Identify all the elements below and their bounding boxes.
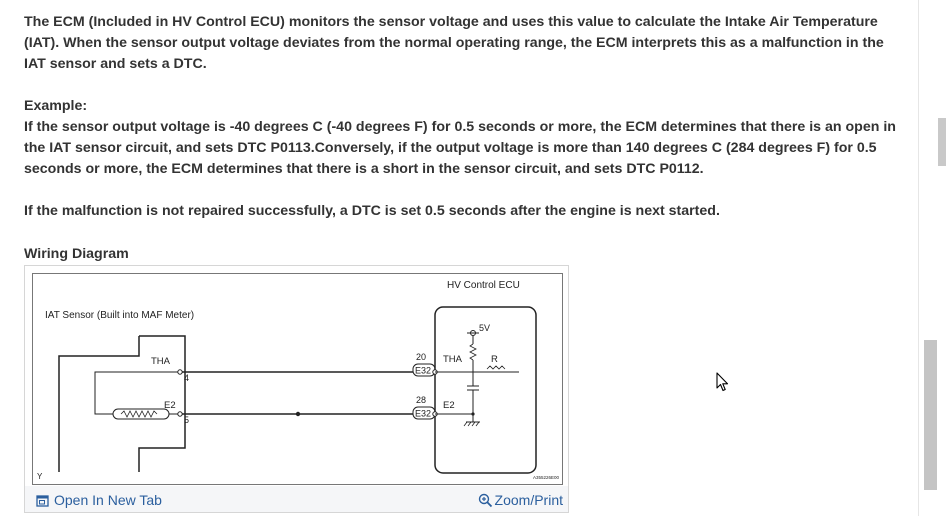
ecu-e2-junction bbox=[471, 412, 475, 416]
repair-paragraph: If the malfunction is not repaired succe… bbox=[24, 203, 720, 219]
conn2-label: E32 bbox=[415, 409, 431, 419]
ecu-title: HV Control ECU bbox=[447, 280, 520, 291]
pin4-label: 4 bbox=[184, 373, 189, 383]
pullup-resistor bbox=[469, 343, 477, 361]
article-body: The ECM (Included in HV Control ECU) mon… bbox=[24, 12, 904, 222]
scrollbar-thumb[interactable] bbox=[924, 340, 937, 490]
e2-left-label: E2 bbox=[164, 400, 176, 411]
open-in-new-tab-link[interactable]: Open In New Tab bbox=[36, 492, 162, 508]
example-paragraph: If the sensor output voltage is -40 degr… bbox=[24, 119, 896, 177]
tha-left-label: THA bbox=[151, 356, 171, 367]
figure-footer: Open In New Tab Zoom/Print bbox=[25, 486, 568, 512]
pin20-label: 20 bbox=[416, 352, 426, 362]
tha-right-label: THA bbox=[443, 354, 463, 365]
pin28-label: 28 bbox=[416, 395, 426, 405]
pin5-label: 5 bbox=[184, 415, 189, 425]
v5-label: 5V bbox=[479, 323, 490, 333]
wiring-diagram[interactable]: HV Control ECU IAT Sensor (Built into MA… bbox=[32, 273, 563, 485]
figure-code-label: A355226E00 bbox=[533, 475, 560, 480]
e2-right-label: E2 bbox=[443, 400, 455, 411]
wiring-diagram-heading: Wiring Diagram bbox=[24, 246, 129, 262]
corner-y-label: Y bbox=[37, 472, 43, 481]
sensor-outline-left bbox=[58, 336, 140, 472]
e2-splice-dot bbox=[295, 411, 301, 417]
vertical-scrollbar[interactable] bbox=[918, 0, 946, 516]
sensor-inner-loop bbox=[94, 371, 179, 415]
r-resistor bbox=[486, 365, 506, 370]
example-label: Example: bbox=[24, 98, 88, 114]
mouse-cursor-icon bbox=[716, 372, 730, 397]
open-in-new-tab-label: Open In New Tab bbox=[54, 492, 162, 508]
thermistor-zigzag bbox=[120, 410, 158, 418]
wiring-diagram-svg: HV Control ECU IAT Sensor (Built into MA… bbox=[37, 280, 560, 481]
sensor-outline-right bbox=[138, 335, 186, 472]
scrollbar-top-thumb[interactable] bbox=[938, 118, 946, 166]
zoom-print-label: Zoom/Print bbox=[494, 492, 563, 508]
sensor-title: IAT Sensor (Built into MAF Meter) bbox=[45, 310, 194, 321]
zoom-icon bbox=[478, 493, 493, 508]
pin5-terminal bbox=[177, 411, 183, 417]
pin4-terminal bbox=[177, 369, 183, 375]
zoom-print-link[interactable]: Zoom/Print bbox=[478, 492, 563, 508]
wiring-diagram-figure: HV Control ECU IAT Sensor (Built into MA… bbox=[24, 265, 569, 513]
intro-paragraph: The ECM (Included in HV Control ECU) mon… bbox=[24, 14, 884, 72]
ecu-box bbox=[434, 306, 537, 474]
open-in-new-tab-icon bbox=[36, 494, 49, 507]
r-label: R bbox=[491, 354, 498, 365]
conn1-label: E32 bbox=[415, 366, 431, 376]
